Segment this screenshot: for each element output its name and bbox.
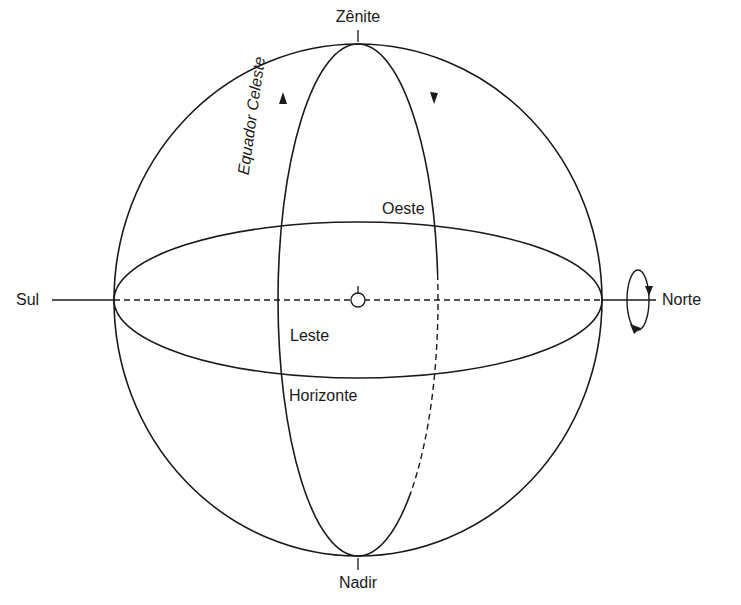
rotation-ellipse bbox=[627, 270, 649, 330]
equator-arc-hidden bbox=[411, 274, 438, 492]
observer-symbol bbox=[357, 286, 358, 294]
horizon-label: Horizonte bbox=[289, 387, 357, 405]
equator-arc bbox=[358, 492, 411, 556]
direction-label: Norte bbox=[662, 291, 701, 309]
axis-line bbox=[602, 299, 656, 300]
nadir-label: Nadir bbox=[339, 574, 377, 592]
motion-arrow bbox=[279, 92, 287, 104]
sphere-outline bbox=[114, 44, 602, 556]
horizon-circle bbox=[114, 222, 602, 378]
rotation-arrow bbox=[630, 324, 641, 334]
motion-arrow bbox=[430, 92, 438, 104]
rotation-arrow bbox=[645, 286, 653, 296]
axis-line bbox=[52, 299, 114, 300]
direction-label: Sul bbox=[16, 291, 39, 309]
direction-label: Leste bbox=[290, 327, 329, 345]
observer-symbol bbox=[351, 293, 365, 307]
equator-label: Equador Celeste bbox=[235, 56, 269, 176]
tick-mark bbox=[357, 558, 358, 570]
equator-arc bbox=[358, 44, 438, 274]
direction-label: Oeste bbox=[382, 200, 425, 218]
tick-mark bbox=[357, 30, 358, 42]
zenith-label: Zênite bbox=[336, 8, 380, 26]
equator-arc bbox=[278, 44, 358, 556]
